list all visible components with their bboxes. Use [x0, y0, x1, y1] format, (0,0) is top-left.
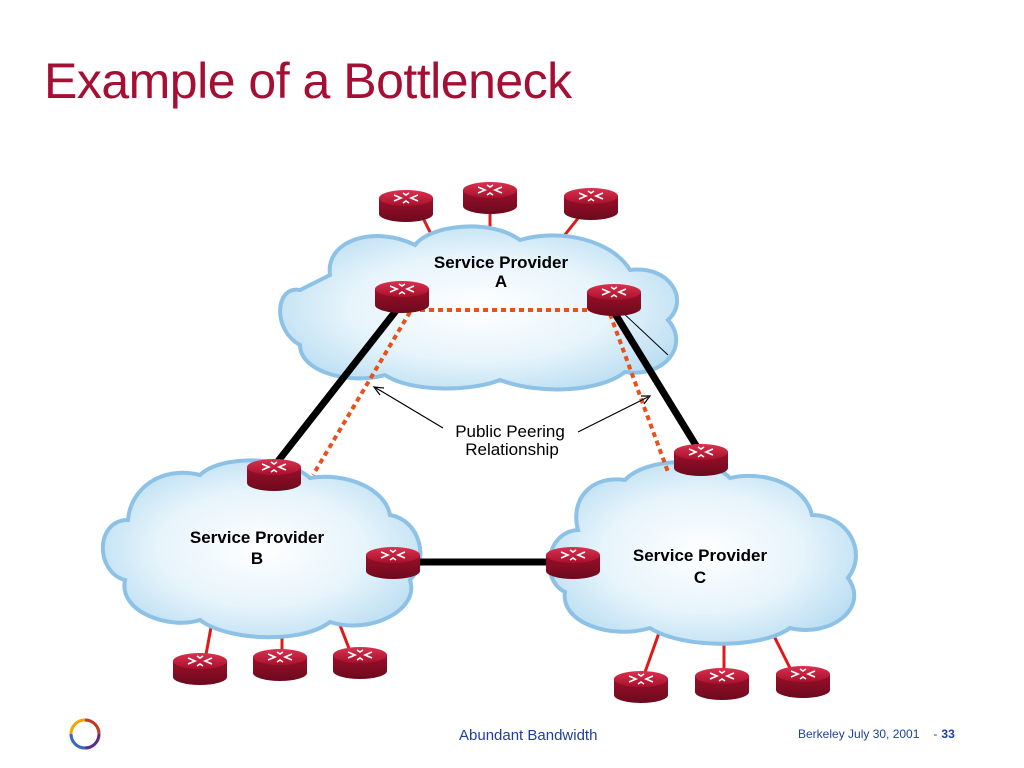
router-icon: [673, 443, 729, 477]
cloud-b-label-line1: Service Provider: [190, 528, 325, 547]
page-number: 33: [941, 727, 955, 741]
router-icon: [332, 646, 388, 680]
router-icon: [378, 189, 434, 223]
router-icon: [462, 181, 518, 215]
router-icon: [563, 187, 619, 221]
annotation-line: [619, 309, 669, 356]
footer-date: Berkeley July 30, 2001: [798, 727, 920, 741]
footer-separator: -: [933, 727, 938, 741]
router-icon: [694, 667, 750, 701]
router-icon: [252, 648, 308, 682]
router-icon: [545, 546, 601, 580]
router-icon: [586, 283, 642, 317]
callout-label-line1: Public Peering: [455, 422, 565, 441]
ring-logo-icon: [69, 718, 101, 750]
slide-title: Example of a Bottleneck: [44, 53, 572, 109]
footer-meta: Berkeley July 30, 2001-33: [798, 727, 955, 741]
peering-links: [311, 308, 670, 477]
router-icon: [365, 546, 421, 580]
cloud-service-provider-a: [278, 224, 680, 392]
cloud-service-provider-c: [547, 460, 858, 646]
footer-title: Abundant Bandwidth: [459, 727, 598, 744]
cloud-c-label-line1: Service Provider: [633, 546, 768, 565]
router-icon: [172, 652, 228, 686]
cloud-a-label-line2: A: [495, 272, 507, 291]
backbone-links: [271, 299, 704, 566]
cloud-c-label-line2: C: [694, 568, 706, 587]
callout-label-line2: Relationship: [465, 440, 559, 459]
cloud-a-label-line1: Service Provider: [434, 253, 569, 272]
router-icon: [246, 458, 302, 492]
router-icon: [775, 665, 831, 699]
cloud-service-provider-b: [100, 458, 423, 640]
router-icon: [613, 670, 669, 704]
router-icon: [374, 280, 430, 314]
callout-arrows: [372, 386, 652, 433]
cloud-b-label-line2: B: [251, 549, 263, 568]
